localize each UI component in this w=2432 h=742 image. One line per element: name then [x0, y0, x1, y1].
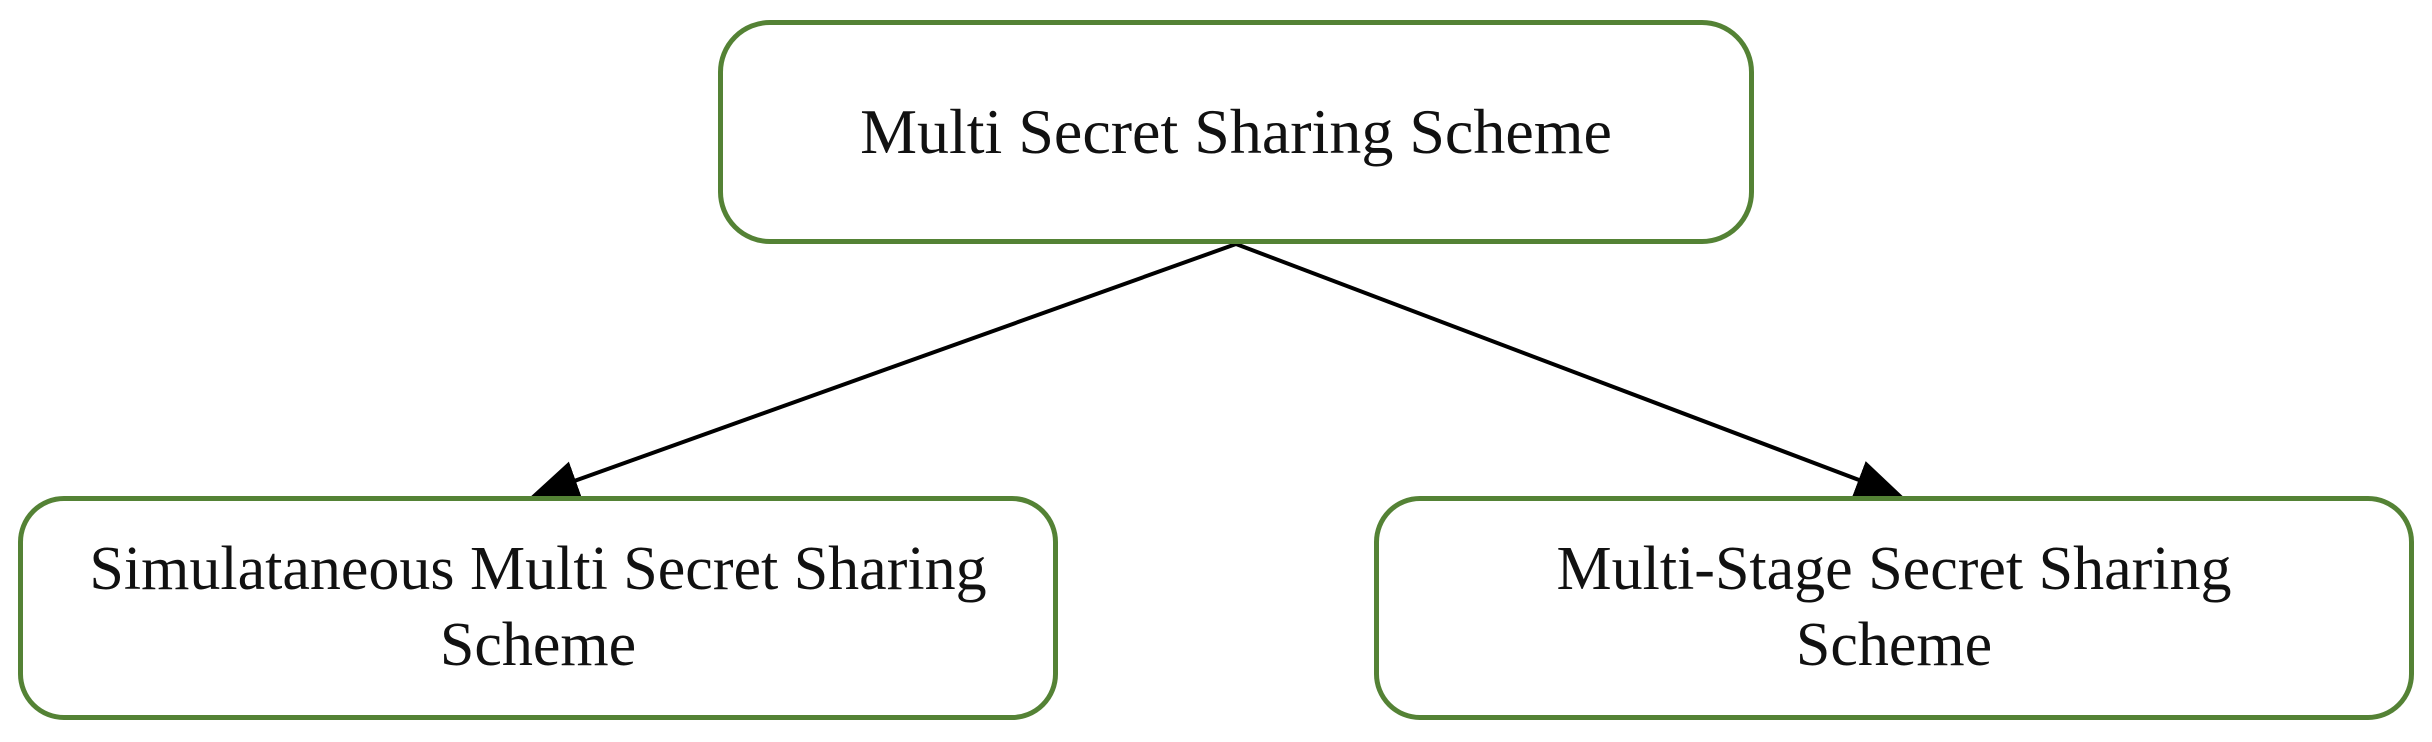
arrow-root-to-left	[530, 242, 1237, 500]
child-node-multi-stage-label: Multi-Stage Secret Sharing Scheme	[1556, 535, 2232, 679]
root-node-label: Multi Secret Sharing Scheme	[860, 95, 1612, 167]
child-node-multi-stage: Multi-Stage Secret Sharing Scheme	[1374, 496, 2414, 720]
root-node: Multi Secret Sharing Scheme	[718, 20, 1754, 244]
arrow-root-to-right	[1235, 242, 1904, 499]
child-node-simultaneous: Simulataneous Multi Secret Sharing Schem…	[18, 496, 1058, 720]
child-node-simultaneous-label: Simulataneous Multi Secret Sharing Schem…	[89, 535, 987, 679]
